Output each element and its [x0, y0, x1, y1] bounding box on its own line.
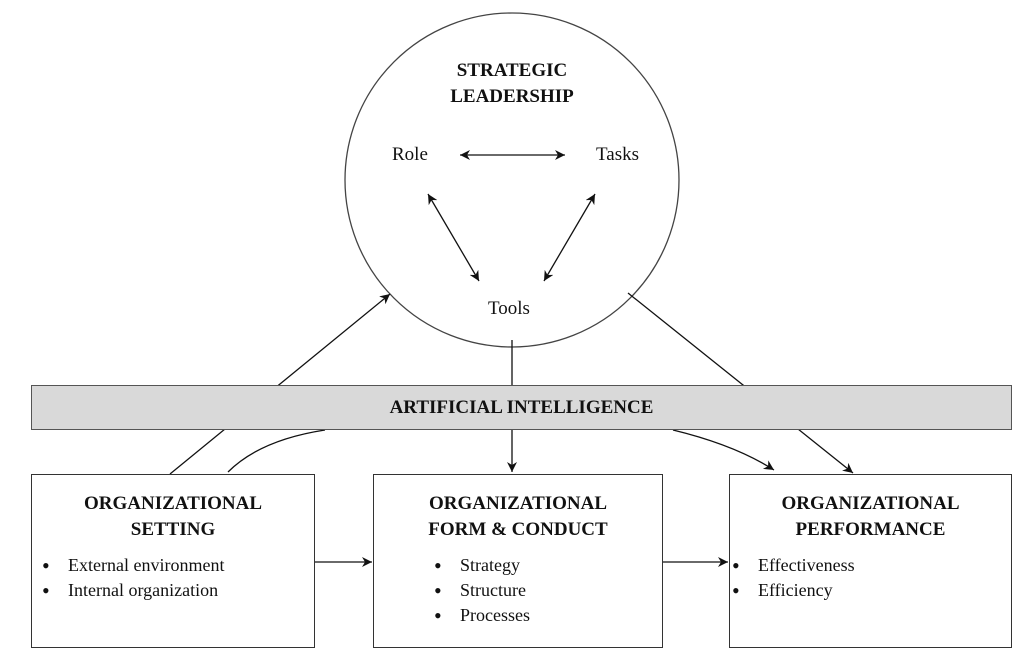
- ai-bar-label: ARTIFICIAL INTELLIGENCE: [389, 396, 654, 418]
- ai-bar: ARTIFICIAL INTELLIGENCE: [31, 385, 1012, 430]
- leadership-to-performance-arrow: [627, 292, 854, 474]
- tasks-tools-arrow: [543, 193, 596, 282]
- node-tools: Tools: [488, 298, 530, 319]
- list-item: External environment: [32, 553, 314, 578]
- role-tools-arrow: [427, 193, 480, 282]
- list-item: Processes: [424, 603, 662, 628]
- node-role: Role: [392, 144, 428, 165]
- list-item: Structure: [424, 578, 662, 603]
- list-item: Strategy: [424, 553, 662, 578]
- setting-ai-curve: [227, 429, 326, 473]
- list-item: Effectiveness: [722, 553, 1011, 578]
- ai-to-performance-curve: [672, 429, 775, 471]
- list-item: Efficiency: [722, 578, 1011, 603]
- setting-to-leadership-arrow: [169, 293, 391, 475]
- list-item: Internal organization: [32, 578, 314, 603]
- node-tasks: Tasks: [596, 144, 640, 165]
